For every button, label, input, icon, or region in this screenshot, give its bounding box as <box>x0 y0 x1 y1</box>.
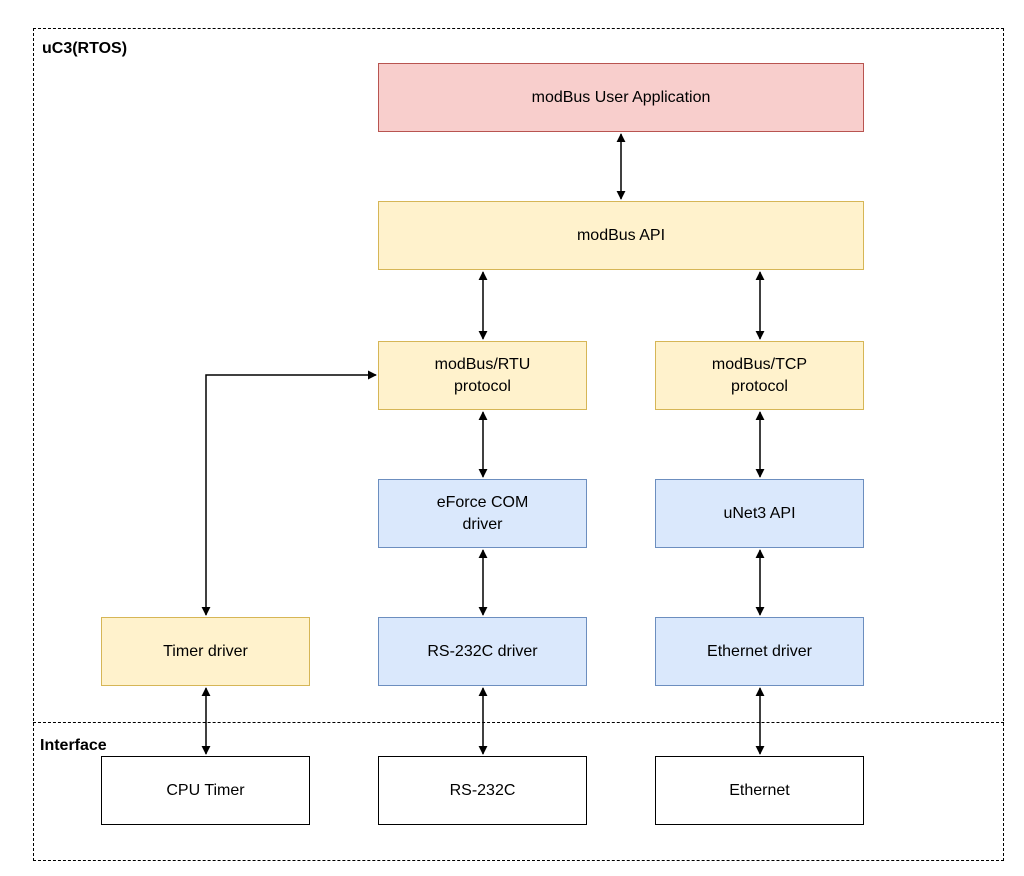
rtos-region <box>33 28 1004 861</box>
cpu-timer-box: CPU Timer <box>101 756 310 825</box>
interface-divider <box>33 722 1004 723</box>
eforce-com-driver-box: eForce COM driver <box>378 479 587 548</box>
timer-driver-box: Timer driver <box>101 617 310 686</box>
unet3-api-box: uNet3 API <box>655 479 864 548</box>
modbus-api-box: modBus API <box>378 201 864 270</box>
interface-region-label: Interface <box>40 737 107 754</box>
rs232c-driver-box: RS-232C driver <box>378 617 587 686</box>
rtos-region-label: uC3(RTOS) <box>42 40 128 57</box>
modbus-rtu-protocol-box: modBus/RTU protocol <box>378 341 587 410</box>
modbus-user-application-box: modBus User Application <box>378 63 864 132</box>
rs232c-box: RS-232C <box>378 756 587 825</box>
ethernet-box: Ethernet <box>655 756 864 825</box>
ethernet-driver-box: Ethernet driver <box>655 617 864 686</box>
timer-driver-rtu-arrow <box>201 370 377 616</box>
modbus-tcp-protocol-box: modBus/TCP protocol <box>655 341 864 410</box>
